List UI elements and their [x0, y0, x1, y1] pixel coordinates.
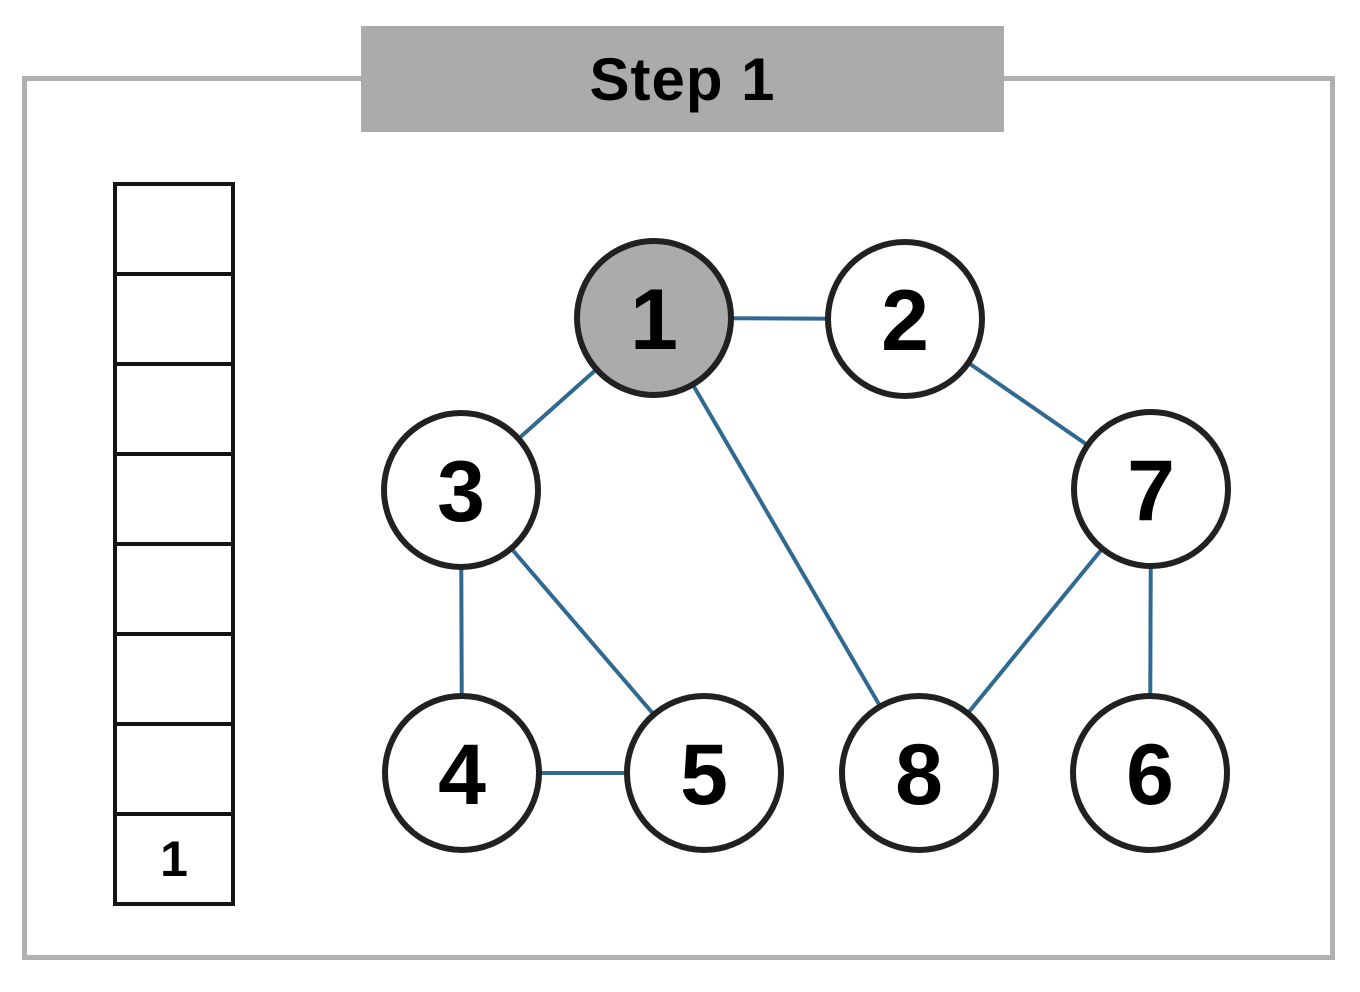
node-label-3: 3	[437, 444, 485, 540]
node-label-5: 5	[680, 727, 728, 823]
stack-cell-4	[113, 542, 235, 636]
graph-node-3: 3	[381, 410, 541, 570]
node-circle-1	[574, 238, 734, 398]
node-circle-7	[1071, 409, 1231, 569]
graph-node-7: 7	[1071, 409, 1231, 569]
graph-node-8: 8	[839, 693, 999, 853]
node-circle-3	[381, 410, 541, 570]
stack-cell-6	[113, 722, 235, 816]
graph-node-6: 6	[1070, 693, 1230, 853]
graph-node-1-active: 1	[574, 238, 734, 398]
node-label-1: 1	[630, 272, 678, 368]
stack-container: 1	[113, 182, 235, 906]
node-circle-6	[1070, 693, 1230, 853]
graph-node-4: 4	[382, 693, 542, 853]
node-label-6: 6	[1126, 727, 1174, 823]
node-circle-4	[382, 693, 542, 853]
node-label-8: 8	[895, 727, 943, 823]
graph-node-2: 2	[825, 239, 985, 399]
stack-cell-value: 1	[160, 831, 188, 887]
stack-cell-1	[113, 272, 235, 366]
node-circle-8	[839, 693, 999, 853]
node-label-4: 4	[438, 727, 486, 823]
stack-cell-7: 1	[113, 812, 235, 906]
node-label-7: 7	[1127, 443, 1175, 539]
step-title: Step 1	[589, 45, 776, 113]
graph-node-5: 5	[624, 693, 784, 853]
stack-cell-5	[113, 632, 235, 726]
step-title-bar: Step 1	[361, 26, 1004, 132]
node-circle-5	[624, 693, 784, 853]
node-circle-2	[825, 239, 985, 399]
node-label-2: 2	[881, 273, 929, 369]
graph-edge-1-8	[652, 316, 921, 775]
